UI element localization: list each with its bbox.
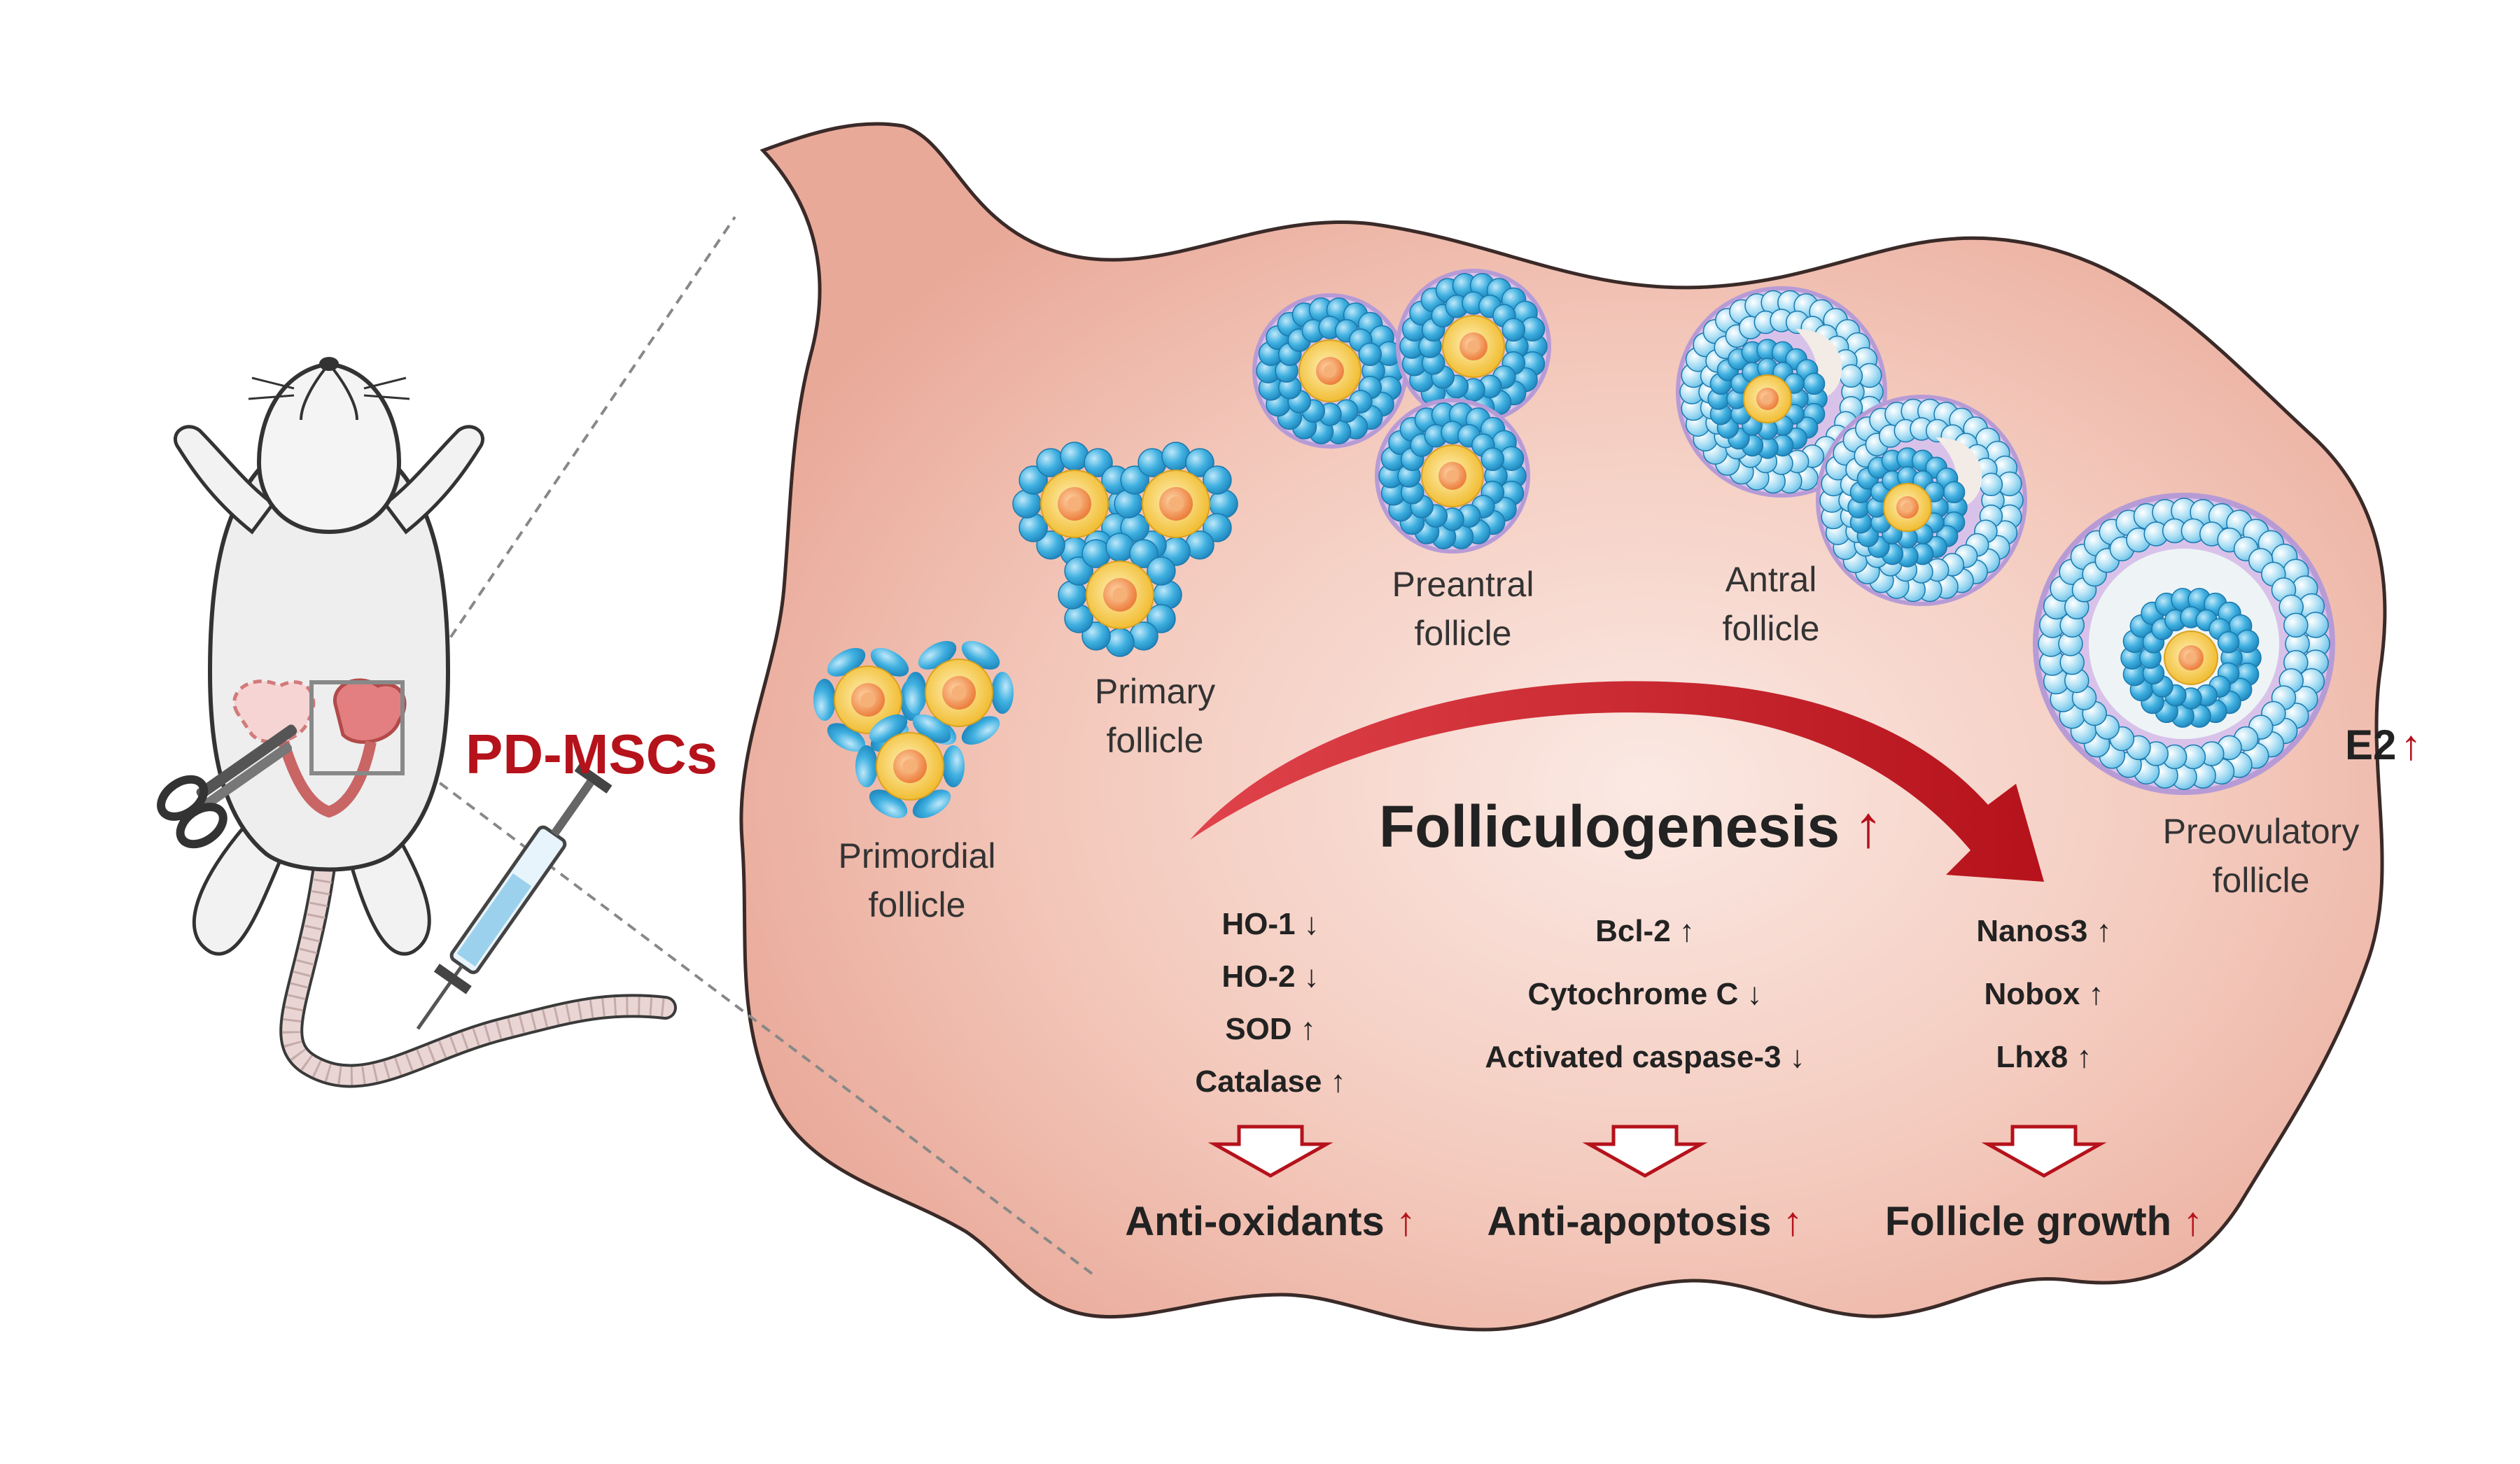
marker-catalase: Catalase ↑ — [1195, 1064, 1345, 1099]
marker-sod: SOD ↑ — [1225, 1012, 1316, 1046]
e2-label: E2↑ — [2345, 722, 2421, 768]
preovulatory-follicle — [2033, 493, 2335, 795]
preantral-follicle-2 — [1396, 269, 1551, 424]
scissors-icon — [157, 724, 298, 849]
apoptosis-markers: Bcl-2 ↑ Cytochrome C ↓ Activated caspase… — [1485, 914, 1805, 1074]
marker-nanos3: Nanos3 ↑ — [1976, 914, 2111, 948]
follicle-label-preantral: Preantral follicle — [1392, 565, 1534, 653]
outcome-anti-apoptosis: Anti-apoptosis↑ — [1488, 1199, 1803, 1244]
marker-ho2: HO-2 ↓ — [1222, 959, 1319, 994]
svg-text:Primary: Primary — [1095, 672, 1215, 711]
pd-mscs-label: PD-MSCs — [465, 723, 718, 785]
svg-text:Antral: Antral — [1726, 560, 1817, 599]
outcome-antioxidants: Anti-oxidants↑ — [1125, 1199, 1416, 1244]
svg-text:Primordial: Primordial — [838, 836, 995, 875]
marker-lhx8: Lhx8 ↑ — [1996, 1040, 2092, 1074]
zoom-box — [309, 680, 405, 775]
preantral-follicle-1 — [1252, 293, 1408, 449]
primary-follicle-2 — [1114, 442, 1238, 566]
follicle-label-primordial: Primordial follicle — [838, 836, 995, 924]
svg-text:follicle: follicle — [1107, 721, 1204, 760]
down-arrow-icon-growth — [1981, 1125, 2107, 1178]
marker-caspase3: Activated caspase-3 ↓ — [1485, 1040, 1805, 1074]
preantral-follicle-3 — [1375, 398, 1530, 554]
growth-markers: Nanos3 ↑ Nobox ↑ Lhx8 ↑ — [1976, 914, 2111, 1074]
down-arrow-icon-apoptosis — [1582, 1125, 1708, 1178]
folliculogenesis-arrow — [1190, 681, 2044, 882]
svg-text:follicle: follicle — [1723, 609, 1820, 648]
marker-nobox: Nobox ↑ — [1984, 977, 2104, 1011]
folliculogenesis-label: Folliculogenesis↑ — [1379, 794, 1883, 859]
outcome-follicle-growth: Follicle growth↑ — [1885, 1199, 2203, 1244]
marker-cytochrome-c: Cytochrome C ↓ — [1528, 977, 1763, 1011]
svg-text:follicle: follicle — [2213, 861, 2310, 900]
mouse-illustration — [157, 357, 677, 1088]
follicle-label-primary: Primary follicle — [1095, 672, 1215, 760]
down-arrow-icon-antioxidant — [1208, 1125, 1334, 1178]
svg-text:Preovulatory: Preovulatory — [2163, 812, 2360, 851]
marker-ho1: HO-1 ↓ — [1222, 907, 1319, 941]
antral-follicle-1 — [1676, 286, 1887, 498]
svg-text:follicle: follicle — [1415, 614, 1512, 653]
svg-text:follicle: follicle — [869, 885, 966, 924]
antioxidant-markers: HO-1 ↓ HO-2 ↓ SOD ↑ Catalase ↑ — [1195, 907, 1345, 1099]
antral-follicle-2 — [1816, 395, 2027, 606]
syringe-icon — [416, 763, 612, 1030]
marker-bcl2: Bcl-2 ↑ — [1595, 914, 1695, 948]
follicle-label-preovulatory: Preovulatory follicle — [2163, 812, 2360, 900]
zoom-line-top — [412, 216, 736, 694]
primordial-follicle-3 — [855, 714, 965, 819]
follicle-illustrations — [813, 269, 2335, 819]
follicle-label-antral: Antral follicle — [1723, 560, 1820, 648]
primary-follicle-3 — [1058, 533, 1182, 657]
svg-text:Preantral: Preantral — [1392, 565, 1534, 604]
